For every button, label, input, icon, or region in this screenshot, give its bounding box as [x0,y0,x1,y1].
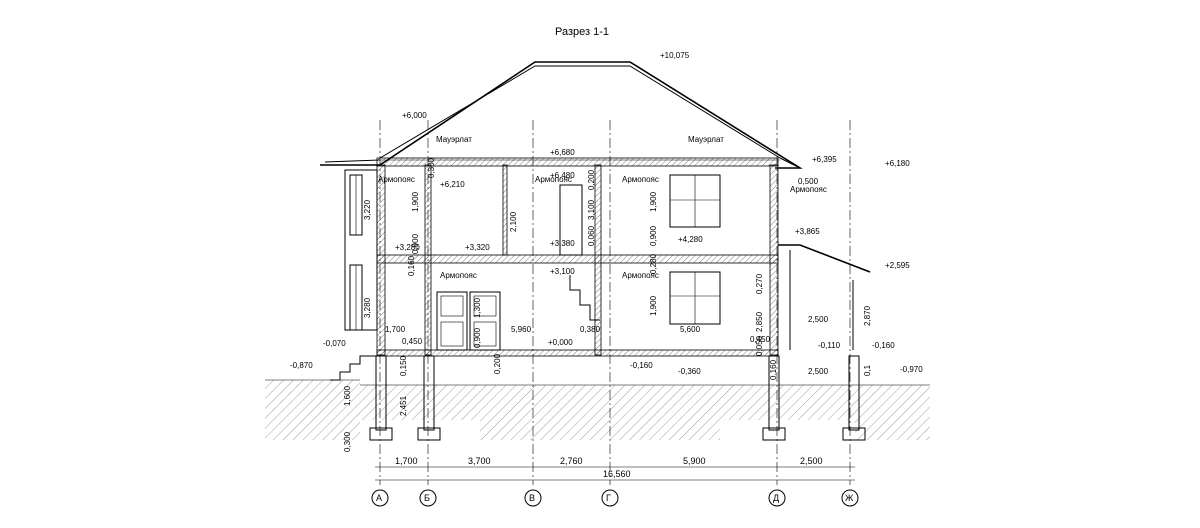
elevation-marks: +10,075 +6,000 +6,680 +6,395 +6,180 +6,2… [290,51,923,376]
dim-text: 2,500 [808,367,829,376]
dim-total: 16,560 [603,469,631,479]
dim-seg5: 2,500 [800,456,823,466]
dim-text: 0,280 [649,253,658,274]
label-armopoyas: Армопояс [440,271,477,280]
dim-text: 1,700 [385,325,406,334]
drawing-title: Разрез 1-1 [555,26,609,38]
label-armopoyas: Армопояс [535,175,572,184]
dim-text: 3,280 [363,297,372,318]
dim-seg1: 1,700 [395,456,418,466]
elev-ceiling: +6,680 [550,148,575,157]
dim-text: 0,380 [580,325,601,334]
labels: Мауэрлат Мауэрлат Армопояс Армопояс Армо… [378,135,827,280]
dim-text: 0,900 [473,327,482,348]
dim-text: 2,850 [755,311,764,332]
elev-right-porch: -0,110 [818,341,841,350]
elev-under-slab2: -0,360 [678,367,701,376]
elev-floor-left: +3,280 [395,243,420,252]
elev-lintel: +4,280 [678,235,703,244]
elev-left-ground: -0,870 [290,361,313,370]
elev-arm-left: +6,210 [440,180,465,189]
label-armopoyas: Армопояс [790,185,827,194]
dim-text: 2,870 [863,305,872,326]
dim-text: 0,900 [649,225,658,246]
elev-floor-mid: +3,380 [550,239,575,248]
label-armopoyas: Армопояс [622,175,659,184]
openings [436,174,721,351]
dim-text: 2,500 [808,315,829,324]
dim-text: 0,1 [863,364,872,376]
dim-text: 2,451 [399,395,408,416]
axis-lines [379,120,851,485]
dim-text: 0,900 [411,233,420,254]
axis-label: А [376,493,382,503]
dim-text: 1,900 [649,295,658,316]
dim-text: 0,450 [750,335,771,344]
elev-right-ground: -0,970 [900,365,923,374]
dim-text: 0,160 [769,359,778,380]
dim-text: 0,160 [407,255,416,276]
elev-arm-mid: +6,480 [550,171,575,180]
label-armopoyas: Армопояс [622,271,659,280]
axis-label: Д [773,493,779,503]
dim-text: 1,900 [649,191,658,212]
elev-canopy-low: +2,595 [885,261,910,270]
dim-seg4: 5,900 [683,456,706,466]
dim-text: 3,100 [587,199,596,220]
elev-canopy: +3,865 [795,227,820,236]
elev-floor-left2: +3,320 [465,243,490,252]
dim-text: 0,150 [399,355,408,376]
dim-text: 1,300 [473,297,482,318]
dim-seg2: 3,700 [468,456,491,466]
dim-text: 0,060 [587,225,596,246]
dim-text: 5,600 [680,325,701,334]
dim-seg3: 2,760 [560,456,583,466]
elev-right-step: -0,160 [872,341,895,350]
dim-text: 0,050 [755,335,764,356]
axis-bubbles: А Б В Г Д Ж [371,489,859,507]
ground [265,379,930,440]
elev-eave-right: +6,395 [812,155,837,164]
left-steps [330,355,377,381]
elev-far-right: +6,180 [885,159,910,168]
dim-text: 0,200 [493,353,502,374]
label-mauerlat-right: Мауэрлат [688,135,724,144]
label-armopoyas: Армопояс [378,175,415,184]
dim-text: 0,200 [587,169,596,190]
dim-texts-vertical: 3,220 3,280 0,160 0,900 1,900 0,300 2,10… [343,157,872,452]
axis-label: В [529,493,535,503]
dim-text: 5,960 [511,325,532,334]
dim-text: 0,500 [798,177,819,186]
axis-label: Б [424,493,430,503]
dim-text: 2,100 [509,211,518,232]
elev-left-porch: -0,070 [323,339,346,348]
dim-text: 3,220 [363,199,372,220]
right-canopy [778,244,871,350]
dim-text: 0,300 [427,157,436,178]
elev-ridge: +10,075 [660,51,690,60]
label-mauerlat-left: Мауэрлат [436,135,472,144]
left-bay-wall [344,169,378,331]
elev-eave-left: +6,000 [402,111,427,120]
dim-text: 1,600 [343,385,352,406]
dim-text: 1,900 [411,191,420,212]
elev-slab-mid: +3,100 [550,267,575,276]
dim-text: 0,300 [343,431,352,452]
dim-text: 0,450 [402,337,423,346]
dim-texts-horizontal: 1,700 0,450 5,960 0,380 5,600 0,450 2,50… [385,177,829,376]
axis-label: Ж [845,493,854,503]
axis-label: Г [606,493,611,503]
elev-under-slab: -0,160 [630,361,653,370]
dimension-chain: 1,700 3,700 2,760 5,900 2,500 16,560 [375,456,855,481]
foundations [369,355,866,441]
elev-zero: +0,000 [548,338,573,347]
dim-text: 0,270 [755,273,764,294]
